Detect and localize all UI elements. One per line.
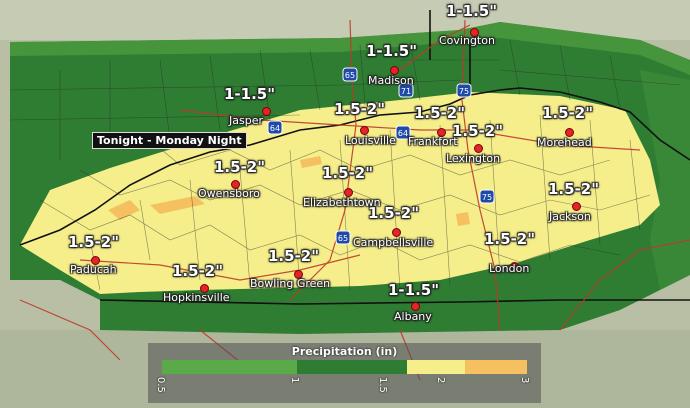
interstate-shield: 64 <box>395 125 411 140</box>
city-dot <box>510 262 519 271</box>
amount-label: 1-1.5" <box>446 2 498 20</box>
legend-swatch-1-1.5 <box>297 360 407 374</box>
interstate-shield: 64 <box>267 120 283 135</box>
city-label[interactable]: Jasper <box>229 114 263 127</box>
zone-2-3-patch <box>456 212 470 226</box>
city-dot <box>231 180 240 189</box>
city-dot <box>294 270 303 279</box>
amount-label: 1-1.5" <box>366 42 418 60</box>
city-dot <box>200 284 209 293</box>
legend-tick: 3 <box>519 377 530 384</box>
amount-label: 1.5-2" <box>368 204 420 222</box>
amount-label: 1.5-2" <box>322 164 374 182</box>
amount-label: 1-1.5" <box>224 85 276 103</box>
legend-tick: 1.5 <box>377 377 388 393</box>
shield-number: 65 <box>345 71 355 80</box>
city-label[interactable]: Hopkinsville <box>163 291 230 304</box>
city-label[interactable]: Covington <box>439 34 495 47</box>
amount-label: 1.5-2" <box>452 122 504 140</box>
city-label[interactable]: Frankfort <box>408 135 458 148</box>
city-dot <box>392 228 401 237</box>
city-dot <box>91 256 100 265</box>
city-dot <box>360 126 369 135</box>
amount-label: 1.5-2" <box>484 230 536 248</box>
legend-color-bar <box>162 360 527 374</box>
zone-2-3-patch <box>150 196 205 214</box>
city-dot <box>344 188 353 197</box>
city-label[interactable]: Madison <box>368 74 414 87</box>
city-dot <box>262 107 271 116</box>
amount-label: 1-1.5" <box>388 281 440 299</box>
legend-swatch-2-3 <box>464 360 527 374</box>
legend-swatch-0.5-1 <box>162 360 298 374</box>
county-lines <box>9 39 681 291</box>
city-dot <box>390 66 399 75</box>
city-label[interactable]: Paducah <box>70 263 117 276</box>
city-label[interactable]: Louisville <box>345 134 396 147</box>
precipitation-legend: Precipitation (in) 0.5 1 1.5 2 3 <box>148 343 541 403</box>
zone-east-edge <box>640 70 690 290</box>
city-dot <box>411 302 420 311</box>
city-dot <box>437 128 446 137</box>
city-label[interactable]: Bowling Green <box>250 277 331 290</box>
legend-title: Precipitation (in) <box>291 345 398 358</box>
city-label[interactable]: Albany <box>394 310 432 323</box>
city-label[interactable]: Morehead <box>537 136 592 149</box>
zone-2-3-patch <box>108 200 140 220</box>
amount-label: 1.5-2" <box>548 180 600 198</box>
city-label[interactable]: Campbellsville <box>353 236 434 249</box>
shield-number: 75 <box>459 87 469 96</box>
interstate-shields: 65 71 75 64 64 75 65 <box>267 67 495 245</box>
amount-label: 1.5-2" <box>172 262 224 280</box>
amount-label: 1.5-2" <box>542 104 594 122</box>
amount-label: 1.5-2" <box>68 233 120 251</box>
zone-0.5-1-north <box>10 22 690 75</box>
shield-number: 75 <box>482 193 492 202</box>
shield-number: 71 <box>401 87 411 96</box>
city-dot <box>565 128 574 137</box>
forecast-period-label: Tonight - Monday Night <box>92 132 247 149</box>
shield-number: 64 <box>270 124 280 133</box>
city-label[interactable]: Owensboro <box>198 187 260 200</box>
amount-label: 1.5-2" <box>214 158 266 176</box>
legend-tick: 0.5 <box>155 377 166 393</box>
city-label[interactable]: Elizabethtown <box>303 196 381 209</box>
city-label[interactable]: Lexington <box>446 152 501 165</box>
legend-swatch-1.5-2 <box>406 360 465 374</box>
city-dot <box>572 202 581 211</box>
legend-tick: 2 <box>435 377 446 384</box>
city-dot <box>470 28 479 37</box>
amount-label: 1.5-2" <box>414 104 466 122</box>
city-label[interactable]: London <box>489 262 530 275</box>
amount-label: 1.5-2" <box>334 100 386 118</box>
shield-number: 65 <box>338 234 348 243</box>
interstate-shield: 65 <box>335 230 351 245</box>
interstate-shield: 75 <box>456 83 472 98</box>
city-label[interactable]: Jackson <box>549 210 591 223</box>
zone-2-3-patch <box>300 156 322 168</box>
interstate-shield: 75 <box>479 189 495 204</box>
shield-number: 64 <box>398 129 408 138</box>
interstate-shield: 65 <box>342 67 358 82</box>
legend-tick: 1 <box>289 377 300 384</box>
interstate-shield: 71 <box>398 83 414 98</box>
city-dot <box>474 144 483 153</box>
amount-label: 1.5-2" <box>268 247 320 265</box>
